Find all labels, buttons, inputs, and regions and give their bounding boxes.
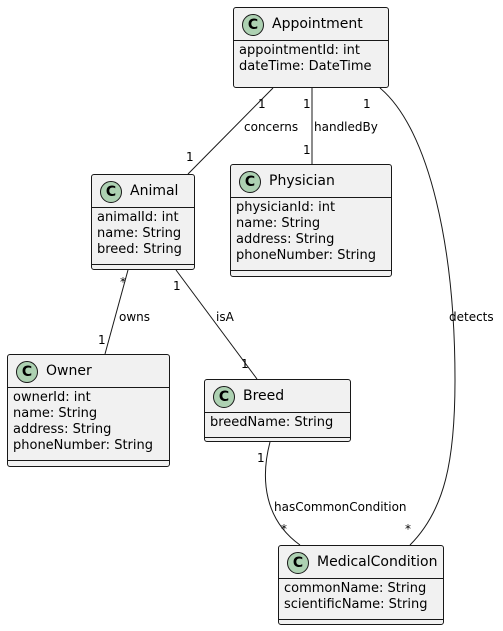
class-breed[interactable]: C Breed breedName: String: [204, 379, 351, 442]
attribute: breedName: String: [210, 415, 334, 430]
multiplicity-has-common-condition-to: *: [281, 522, 287, 536]
attribute: address: String: [236, 232, 335, 247]
class-owner[interactable]: C Owner ownerId: int name: String addres…: [7, 354, 170, 467]
multiplicity-detects-from: 1: [363, 97, 371, 111]
class-icon: C: [100, 181, 122, 203]
multiplicity-has-common-condition-from: 1: [257, 451, 265, 465]
class-icon: C: [239, 171, 261, 193]
edge-is-a: [175, 269, 258, 380]
attribute: name: String: [236, 216, 321, 231]
class-medical-condition[interactable]: C MedicalCondition commonName: String sc…: [278, 545, 444, 625]
attribute: breed: String: [97, 242, 182, 257]
label-is-a: isA: [216, 310, 234, 324]
attribute: physicianId: int: [236, 200, 336, 215]
attribute: dateTime: DateTime: [239, 59, 372, 74]
class-icon: C: [16, 361, 38, 383]
label-concerns: concerns: [244, 120, 299, 134]
edge-detects: [379, 87, 456, 546]
multiplicity-is-a-to: 1: [241, 357, 249, 371]
edge-has-common-condition: [265, 441, 301, 546]
edge-owns: [104, 269, 129, 355]
label-handled-by: handledBy: [314, 120, 378, 134]
class-icon: C: [242, 14, 264, 36]
class-name: Physician: [269, 173, 335, 189]
multiplicity-owns-from: *: [120, 275, 126, 289]
class-name: Appointment: [272, 16, 363, 32]
class-physician[interactable]: C Physician physicianId: int name: Strin…: [230, 164, 392, 277]
multiplicity-concerns-to: 1: [186, 150, 194, 164]
attribute: address: String: [13, 422, 112, 437]
class-name: Breed: [243, 388, 285, 404]
class-name: Animal: [130, 183, 179, 199]
attribute: animalId: int: [97, 210, 179, 225]
multiplicity-owns-to: 1: [98, 333, 106, 347]
attribute: phoneNumber: String: [236, 248, 376, 263]
multiplicity-is-a-from: 1: [173, 279, 181, 293]
multiplicity-detects-to: *: [405, 522, 411, 536]
class-icon: C: [287, 552, 309, 574]
class-animal[interactable]: C Animal animalId: int name: String bree…: [91, 174, 195, 270]
attribute: appointmentId: int: [239, 43, 360, 58]
label-has-common-condition: hasCommonCondition: [274, 500, 407, 514]
attribute: ownerId: int: [13, 390, 91, 405]
attribute: phoneNumber: String: [13, 438, 153, 453]
attribute: commonName: String: [284, 581, 427, 596]
multiplicity-handled-by-to: 1: [303, 143, 311, 157]
edge-concerns: [187, 87, 274, 175]
attribute: name: String: [97, 226, 182, 241]
label-detects: detects: [449, 310, 494, 324]
multiplicity-concerns-from: 1: [258, 97, 266, 111]
class-appointment[interactable]: C Appointment appointmentId: int dateTim…: [233, 7, 389, 88]
class-icon: C: [213, 386, 235, 408]
multiplicity-handled-by-from: 1: [303, 97, 311, 111]
attribute: scientificName: String: [284, 597, 428, 612]
class-name: Owner: [46, 363, 92, 379]
label-owns: owns: [119, 310, 151, 324]
class-name: MedicalCondition: [317, 554, 438, 570]
attribute: name: String: [13, 406, 98, 421]
